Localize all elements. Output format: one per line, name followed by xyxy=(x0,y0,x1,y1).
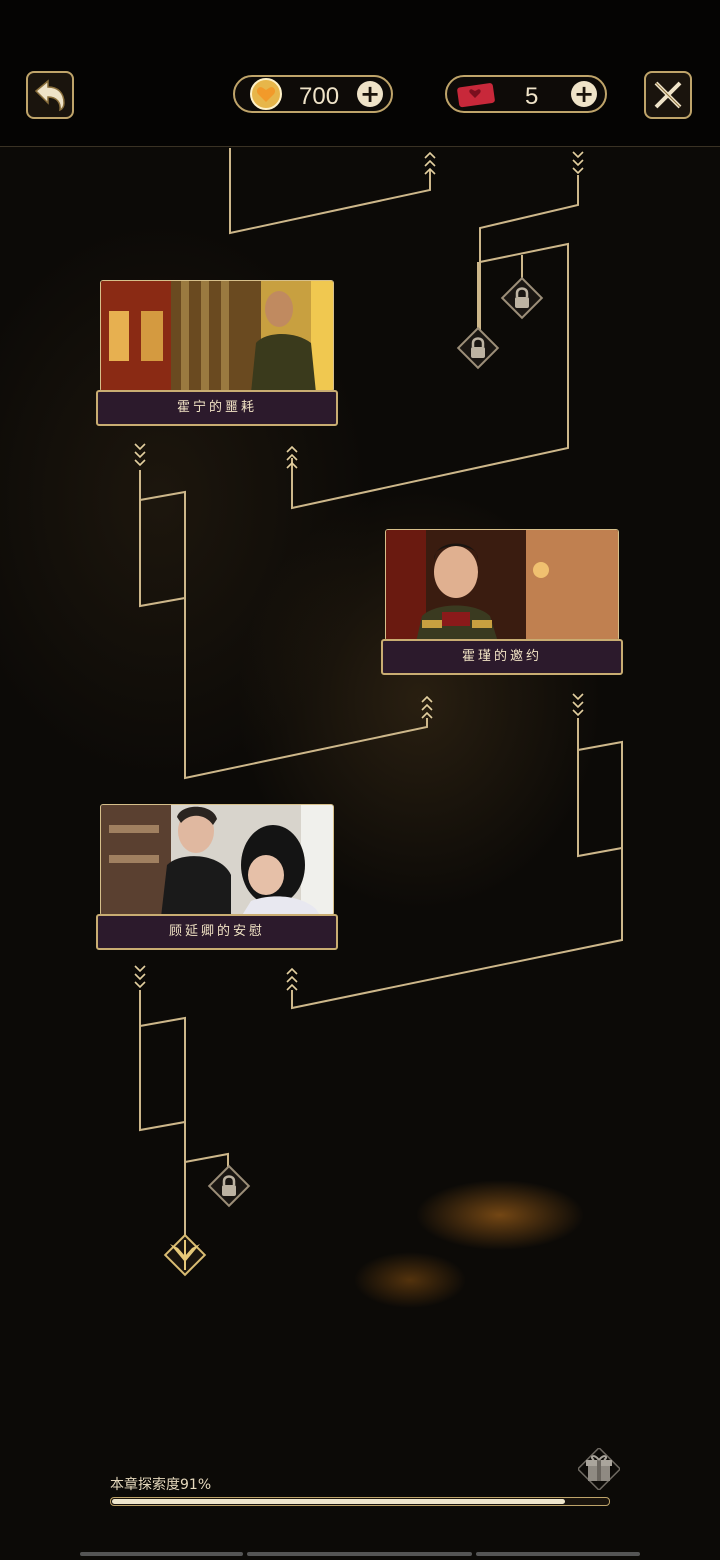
bottom-indicator xyxy=(80,1552,243,1556)
back-button[interactable] xyxy=(26,71,74,119)
chapter-progress-bar xyxy=(110,1497,610,1506)
coin-count: 700 xyxy=(299,83,340,110)
story-node-image xyxy=(100,280,334,392)
story-node-title: 顾延卿的安慰 xyxy=(96,914,338,950)
ticket-count: 5 xyxy=(525,83,539,110)
add-coins-button[interactable]: + xyxy=(357,81,383,107)
story-node-image xyxy=(385,529,619,641)
ticket-counter: 5 + xyxy=(445,75,607,113)
story-node-image xyxy=(100,804,334,916)
story-node-title: 霍宁的噩耗 xyxy=(96,390,338,426)
add-tickets-button[interactable]: + xyxy=(571,81,597,107)
close-button[interactable] xyxy=(644,71,692,119)
story-node-1[interactable]: 霍宁的噩耗 xyxy=(96,280,338,428)
heart-coin-icon xyxy=(250,78,282,110)
chapter-progress-fill xyxy=(112,1499,565,1504)
gift-box-icon[interactable] xyxy=(578,1448,620,1490)
close-x-icon xyxy=(654,81,682,109)
top-bar: 700 + 5 + xyxy=(0,0,720,147)
lock-icon[interactable] xyxy=(207,1164,251,1208)
bottom-indicator xyxy=(247,1552,472,1556)
lock-icon[interactable] xyxy=(500,276,544,320)
coin-counter: 700 + xyxy=(233,75,393,113)
crossed-arrows-icon[interactable] xyxy=(162,1232,208,1278)
story-node-3[interactable]: 顾延卿的安慰 xyxy=(96,804,338,952)
back-arrow-icon xyxy=(34,79,65,112)
bottom-indicator xyxy=(476,1552,640,1556)
story-node-title: 霍瑾的邀约 xyxy=(381,639,623,675)
story-node-2[interactable]: 霍瑾的邀约 xyxy=(381,529,623,677)
chapter-progress-label: 本章探索度91% xyxy=(110,1477,212,1493)
red-ticket-icon xyxy=(457,83,495,108)
lock-icon[interactable] xyxy=(456,326,500,370)
